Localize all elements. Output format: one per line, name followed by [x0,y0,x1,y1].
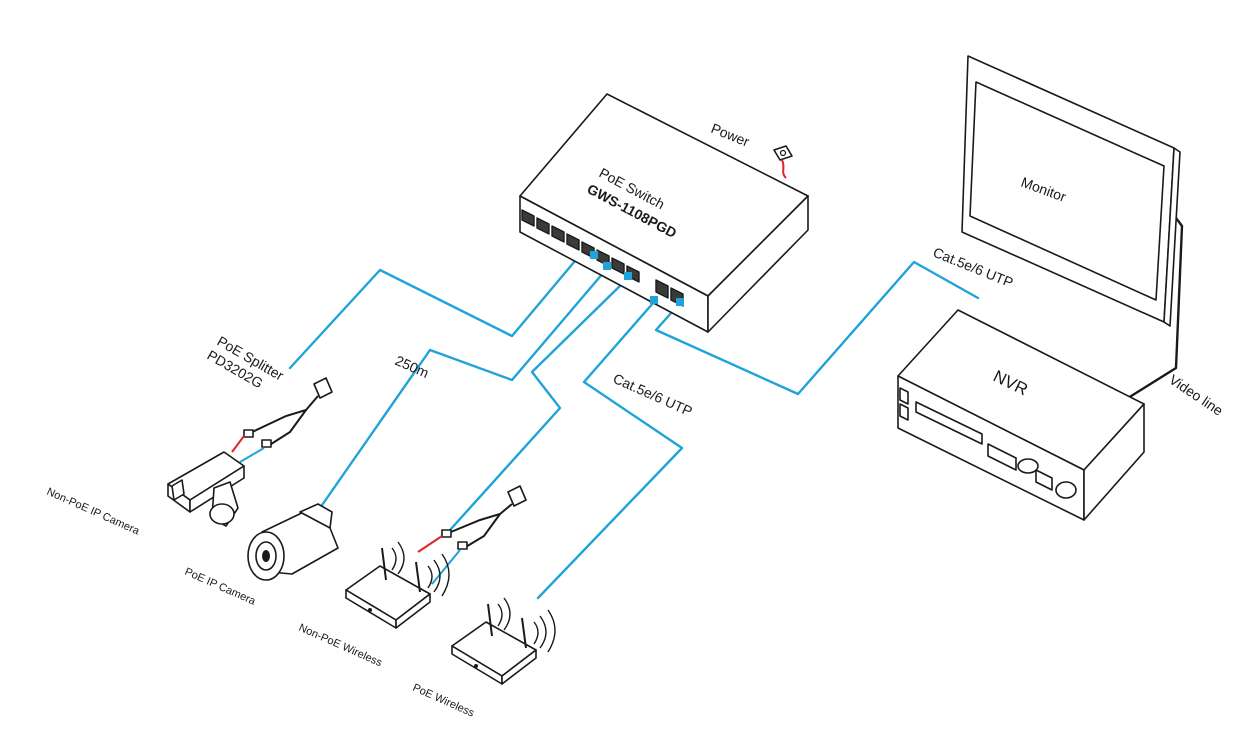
cable-to-nvr [654,260,980,396]
poe-splitter-icon [231,377,333,463]
network-cables [288,253,980,600]
power-label: Power [709,120,752,150]
poe-switch-icon [519,93,809,333]
cable-mid-label: Cat.5e/6 UTP [611,370,695,419]
cable-to-poe-ip-camera [318,270,606,510]
wireless-router-icon-2 [451,597,556,685]
video-line-label: Video line [1166,371,1226,419]
video-line-cable [1126,216,1184,400]
bullet-camera-icon [247,503,339,581]
poe-wireless-label: PoE Wireless [411,682,477,720]
power-socket-icon [773,145,793,179]
poe-ip-camera-label: PoE IP Camera [183,566,258,608]
ip-camera-icon [167,451,245,527]
cable-to-splitter-1 [288,253,582,370]
poe-splitter-icon-2 [417,485,527,585]
wireless-router-icon [345,541,450,629]
cable-to-poe-wireless [536,300,684,600]
non-poe-ip-camera-label: Non-PoE IP Camera [45,486,142,538]
cable-to-splitter-2 [448,278,628,532]
monitor-icon [961,55,1181,327]
nvr-icon [897,309,1145,521]
non-poe-wireless-label: Non-PoE Wireless [297,622,384,670]
